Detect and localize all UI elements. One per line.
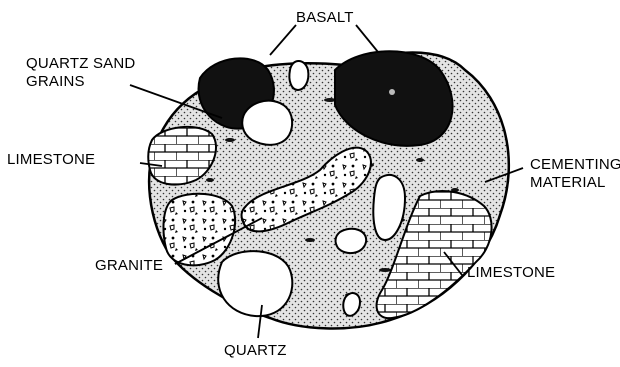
quartz-mid — [336, 229, 367, 253]
label-limestone-right: LIMESTONE — [467, 264, 555, 281]
quartz-small-bottom — [343, 293, 360, 316]
label-quartz-sand-line1: QUARTZ SAND — [26, 55, 135, 72]
quartz-top-small — [289, 61, 308, 90]
label-limestone-left: LIMESTONE — [7, 151, 95, 168]
quartz-center — [242, 101, 292, 145]
label-granite: GRANITE — [95, 257, 163, 274]
label-basalt: BASALT — [296, 9, 354, 26]
quartz-bottom — [218, 251, 292, 316]
label-cementing-line2: MATERIAL — [530, 174, 606, 191]
label-cementing-line1: CEMENTING — [530, 156, 620, 173]
label-quartz: QUARTZ — [224, 342, 287, 359]
label-quartz-sand-line2: GRAINS — [26, 73, 85, 90]
